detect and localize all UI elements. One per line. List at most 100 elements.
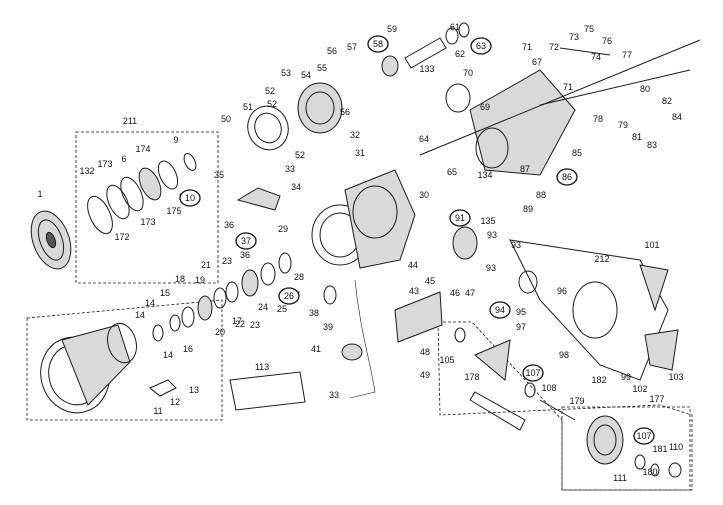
part-label: 97 — [516, 322, 526, 332]
part-label: 52 — [295, 150, 305, 160]
part-label: 55 — [317, 63, 327, 73]
group-211-outline — [75, 131, 219, 284]
line-guide-part — [229, 371, 306, 411]
line-roller-part — [323, 285, 363, 361]
circled-part-label: 58 — [373, 39, 383, 49]
circled-label-ring — [278, 287, 300, 305]
part-label: 25 — [277, 304, 287, 314]
part-label: 35 — [214, 170, 224, 180]
part-label: 45 — [425, 276, 435, 286]
part-label: 49 — [420, 370, 430, 380]
part-label: 89 — [523, 204, 533, 214]
part-label: 54 — [301, 70, 311, 80]
clicker-part — [149, 379, 177, 397]
circled-part-label: 86 — [562, 172, 572, 182]
part-label: 23 — [250, 320, 260, 330]
part-label: 88 — [536, 190, 546, 200]
circled-part-label: 107 — [525, 368, 540, 378]
part-label: 93 — [487, 230, 497, 240]
spool-washers-part — [152, 252, 292, 342]
handle-part — [454, 327, 576, 431]
part-label: 39 — [323, 322, 333, 332]
part-label: 103 — [668, 372, 683, 382]
part-label: 11 — [153, 406, 162, 416]
circled-part-label: 94 — [495, 305, 505, 315]
part-label: 13 — [189, 385, 199, 395]
part-label: 14 — [163, 350, 173, 360]
part-label: 73 — [569, 32, 579, 42]
part-label: 44 — [408, 260, 418, 270]
part-label: 9 — [173, 135, 178, 145]
rotor-part — [311, 169, 416, 269]
part-label: 29 — [278, 224, 288, 234]
part-label: 33 — [329, 390, 339, 400]
part-label: 95 — [516, 307, 526, 317]
part-label: 56 — [340, 107, 350, 117]
part-label: 69 — [480, 102, 490, 112]
part-label: 24 — [258, 302, 268, 312]
part-label: 98 — [559, 350, 569, 360]
part-label: 20 — [215, 327, 225, 337]
circled-label-ring — [449, 209, 471, 227]
part-label: 108 — [541, 383, 556, 393]
circled-label-ring — [489, 301, 511, 319]
part-label: 181 — [652, 444, 667, 454]
part-label: 70 — [463, 68, 473, 78]
part-label: 18 — [175, 274, 185, 284]
circled-label-ring — [522, 364, 544, 382]
drive-gear-part — [452, 226, 538, 294]
part-label: 47 — [465, 288, 475, 298]
part-label: 52 — [267, 99, 277, 109]
part-label: 36 — [224, 220, 234, 230]
part-label: 22 — [235, 319, 245, 329]
circled-label-ring — [556, 168, 578, 186]
part-label: 75 — [584, 24, 594, 34]
part-label: 71 — [522, 42, 532, 52]
part-label: 34 — [291, 182, 301, 192]
circled-part-label: 26 — [284, 291, 294, 301]
part-label: 46 — [450, 288, 460, 298]
part-label: 28 — [294, 272, 304, 282]
pinion-part — [381, 22, 470, 77]
body-plate-part — [394, 291, 443, 343]
part-label: 83 — [647, 140, 657, 150]
circled-part-label: 107 — [636, 431, 651, 441]
part-label: 84 — [672, 112, 682, 122]
handle-knob-part — [586, 415, 682, 478]
part-label: 16 — [183, 344, 193, 354]
part-label: 19 — [195, 275, 205, 285]
spool-part — [40, 322, 137, 414]
circled-part-label: 63 — [476, 41, 486, 51]
part-label: 133 — [419, 64, 434, 74]
part-label: 38 — [309, 308, 319, 318]
circled-label-ring — [367, 35, 389, 53]
side-cover-part — [247, 82, 343, 151]
circled-part-label: 37 — [241, 236, 251, 246]
part-label: 72 — [549, 42, 559, 52]
part-label: 21 — [201, 260, 211, 270]
part-label: 77 — [622, 50, 632, 60]
part-label: 14 — [145, 298, 155, 308]
part-label: 174 — [135, 144, 150, 154]
part-label: 172 — [114, 232, 129, 242]
part-label: 64 — [419, 134, 429, 144]
part-label: 101 — [644, 240, 659, 250]
part-label: 111 — [613, 473, 627, 483]
part-label: 57 — [347, 42, 357, 52]
part-label: 79 — [618, 120, 628, 130]
part-label: 175 — [166, 206, 181, 216]
part-label: 50 — [221, 114, 231, 124]
part-label: 14 — [135, 310, 145, 320]
part-label: 81 — [632, 132, 642, 142]
part-label: 178 — [464, 372, 479, 382]
part-label: 65 — [447, 167, 457, 177]
circled-label-ring — [179, 189, 201, 207]
part-label: 56 — [327, 46, 337, 56]
part-label: 74 — [591, 52, 601, 62]
part-label: 59 — [387, 24, 397, 34]
part-number-labels: 2119174617313217317217517313533343621192… — [37, 22, 683, 483]
part-label: 182 — [591, 375, 606, 385]
part-label: 61 — [450, 22, 460, 32]
part-label: 43 — [409, 286, 419, 296]
